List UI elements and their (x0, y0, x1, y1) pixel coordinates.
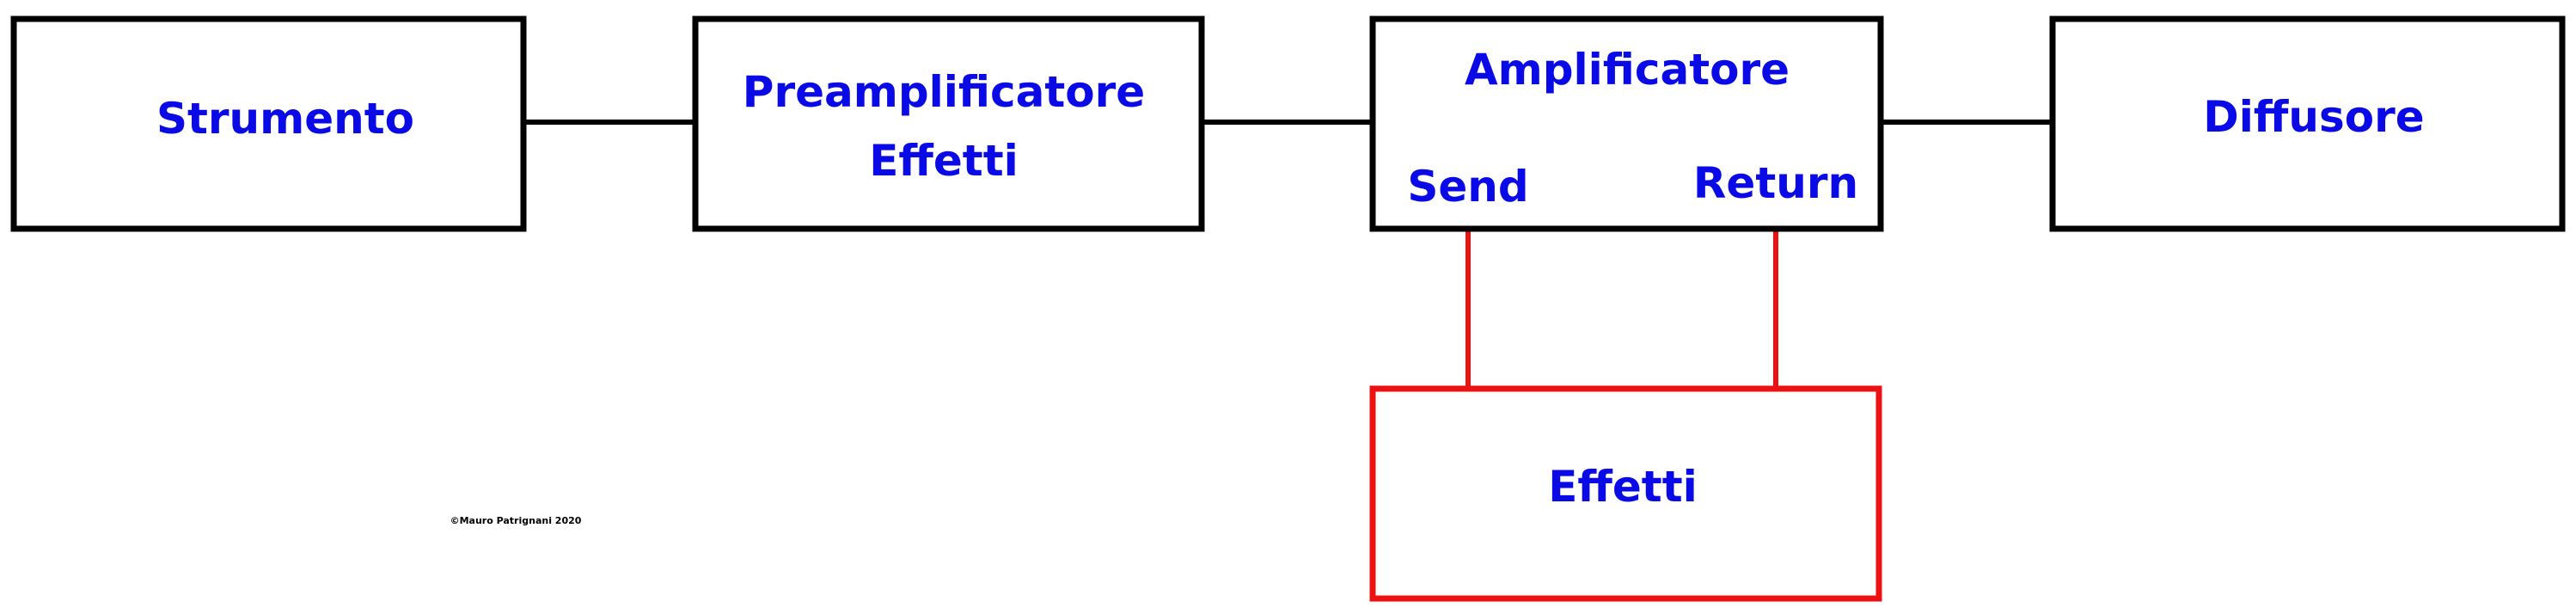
strumento-box (10, 15, 527, 232)
amp-send-label: Send (1407, 162, 1528, 212)
copyright-note: ©Mauro Patrignani 2020 (450, 515, 582, 526)
effetti-box (1369, 385, 1882, 602)
amp-box (1369, 15, 1884, 232)
preamp-box (692, 15, 1205, 232)
effetti-label: Effetti (1548, 462, 1698, 512)
preamp-label-line2: Effetti (869, 136, 1019, 186)
amp-return-label: Return (1693, 158, 1858, 208)
amp-label: Amplificatore (1465, 45, 1790, 95)
diffusore-label: Diffusore (2203, 92, 2424, 142)
diffusore-box (2049, 15, 2566, 232)
preamp-label-line1: Preamplificatore (743, 67, 1145, 117)
strumento-label: Strumento (156, 94, 414, 144)
